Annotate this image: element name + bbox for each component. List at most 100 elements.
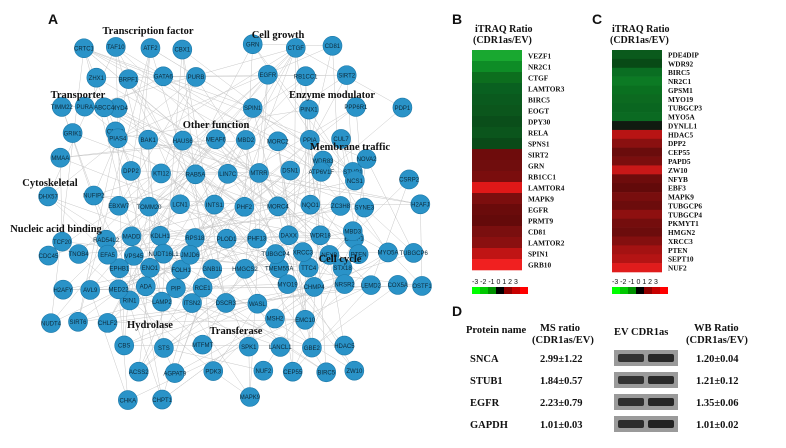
heatmap-b: iTRAQ Ratio (CDR1as/EV) VEZF1NR2C1CTGFLA… bbox=[472, 24, 565, 294]
network-edge bbox=[182, 140, 365, 208]
blot-band-ev bbox=[618, 376, 644, 384]
ms-ratio: 2.23±0.79 bbox=[540, 398, 583, 409]
network-node-label: DSN1 bbox=[282, 169, 299, 175]
heatmap-cell bbox=[612, 50, 662, 60]
network-edge bbox=[47, 46, 117, 197]
scale-swatch bbox=[504, 287, 512, 294]
network-node-circle bbox=[282, 361, 303, 382]
network-node-label: PHF13 bbox=[248, 237, 267, 243]
heatmap-row-label: TUBGCP3 bbox=[668, 104, 702, 113]
network-node-circle bbox=[74, 96, 95, 117]
network-node-label: RCE1 bbox=[195, 286, 212, 292]
network-node: H2AFJ bbox=[410, 194, 431, 215]
network-node-label: VPS45 bbox=[124, 254, 143, 260]
network-node-label: PPP6R1 bbox=[344, 105, 368, 111]
network-node-circle bbox=[80, 280, 100, 300]
network-node-circle bbox=[258, 64, 278, 85]
network-node-circle bbox=[108, 128, 128, 149]
network-node-label: WDR18 bbox=[310, 233, 332, 239]
network-node: PLOD1 bbox=[217, 228, 237, 249]
network-node-label: CBS bbox=[118, 344, 130, 350]
network-node: HAUS6 bbox=[173, 130, 193, 151]
network-category-label: Cell cycle bbox=[319, 254, 362, 265]
network-node: ATP6V1F bbox=[309, 162, 334, 182]
network-node-label: FOLH1 bbox=[171, 268, 191, 274]
network-edge bbox=[60, 157, 63, 242]
heatmap-row-label: CD81 bbox=[528, 228, 546, 237]
network-node-circle bbox=[204, 194, 225, 215]
network-node-circle bbox=[319, 245, 340, 265]
network-node-circle bbox=[151, 163, 171, 184]
heatmap-row-label: BIRC5 bbox=[668, 68, 690, 77]
network-node-circle bbox=[344, 360, 365, 381]
network-edge bbox=[148, 139, 228, 175]
network-edge bbox=[117, 107, 245, 207]
heatmap-cell bbox=[612, 218, 662, 228]
network-edge bbox=[370, 179, 410, 286]
network-node-circle bbox=[172, 39, 193, 60]
network-node-label: RAD54L2 bbox=[93, 238, 120, 244]
heatmap-row-label: GRN bbox=[528, 162, 545, 171]
network-node-label: LAMP2 bbox=[152, 300, 172, 306]
network-node-label: MYO19 bbox=[277, 282, 298, 288]
heatmap-row-label: PAPD5 bbox=[668, 157, 691, 166]
network-node-label: STX18 bbox=[333, 266, 352, 272]
network-node-label: MMAA bbox=[51, 156, 69, 162]
network-edge bbox=[252, 107, 313, 348]
network-node: NOVA2 bbox=[357, 149, 377, 169]
network-node-circle bbox=[74, 38, 94, 59]
network-node-label: STS bbox=[158, 346, 170, 352]
network-node-circle bbox=[186, 67, 206, 87]
network-node-label: LCN1 bbox=[172, 202, 188, 208]
network-node-label: EFA5 bbox=[100, 253, 115, 259]
heatmap-cell bbox=[612, 138, 662, 148]
network-node: STS bbox=[154, 338, 174, 358]
network-node-circle bbox=[139, 196, 159, 217]
network-node-circle bbox=[86, 67, 107, 88]
network-node-label: PINX1 bbox=[300, 108, 318, 114]
network-node-label: NUDT4 bbox=[41, 321, 62, 327]
network-edge bbox=[118, 289, 281, 348]
network-node: CSRP2 bbox=[399, 169, 420, 190]
network-node-label: LIN7C bbox=[219, 172, 237, 178]
heatmap-cell bbox=[612, 174, 662, 184]
heatmap-row-label: ZW10 bbox=[668, 166, 688, 175]
network-node: CUL7 bbox=[331, 129, 351, 149]
network-node: PPP6R1 bbox=[344, 97, 368, 117]
network-edge bbox=[124, 252, 414, 346]
network-node: LEMD2 bbox=[361, 275, 382, 295]
network-node: NUDT4 bbox=[41, 313, 62, 333]
col-header-ms: MS ratio bbox=[540, 323, 580, 334]
network-node: TTC4 bbox=[298, 257, 319, 278]
network-node: MEAF6 bbox=[206, 129, 226, 150]
network-node: PIP bbox=[166, 278, 186, 299]
network-node: CRTC1 bbox=[74, 38, 95, 59]
blot-band-ev bbox=[618, 420, 644, 428]
network-edge bbox=[213, 303, 258, 372]
network-node-label: MSH2 bbox=[267, 317, 284, 323]
heatmap-cell bbox=[472, 116, 522, 128]
network-node-label: WDR83 bbox=[313, 159, 335, 165]
scale-swatch bbox=[612, 287, 620, 294]
network-node-circle bbox=[140, 38, 161, 58]
network-node: AGPAT9 bbox=[163, 363, 187, 383]
network-node: NFYB bbox=[319, 245, 340, 265]
col-header-protein: Protein name bbox=[466, 325, 527, 336]
heatmap-c-title: iTRAQ Ratio bbox=[612, 24, 670, 35]
heatmap-row-label: SEPT10 bbox=[668, 255, 694, 264]
wb-ratio: 1.01±0.02 bbox=[696, 420, 739, 431]
network-edge bbox=[50, 48, 85, 324]
heatmap-row-label: GRB10 bbox=[528, 261, 551, 270]
heatmap-cell bbox=[612, 165, 662, 175]
scale-swatch bbox=[644, 287, 652, 294]
wb-ratio: 1.20±0.04 bbox=[696, 354, 739, 365]
network-node-label: NCS1 bbox=[347, 179, 364, 185]
network-node: RB1CC1 bbox=[294, 66, 318, 87]
network-node-circle bbox=[342, 221, 363, 242]
network-node-circle bbox=[277, 274, 298, 294]
network-node-label: INTS1 bbox=[206, 203, 224, 209]
network-node-circle bbox=[38, 245, 59, 266]
network-node-label: PDP1 bbox=[395, 106, 411, 112]
